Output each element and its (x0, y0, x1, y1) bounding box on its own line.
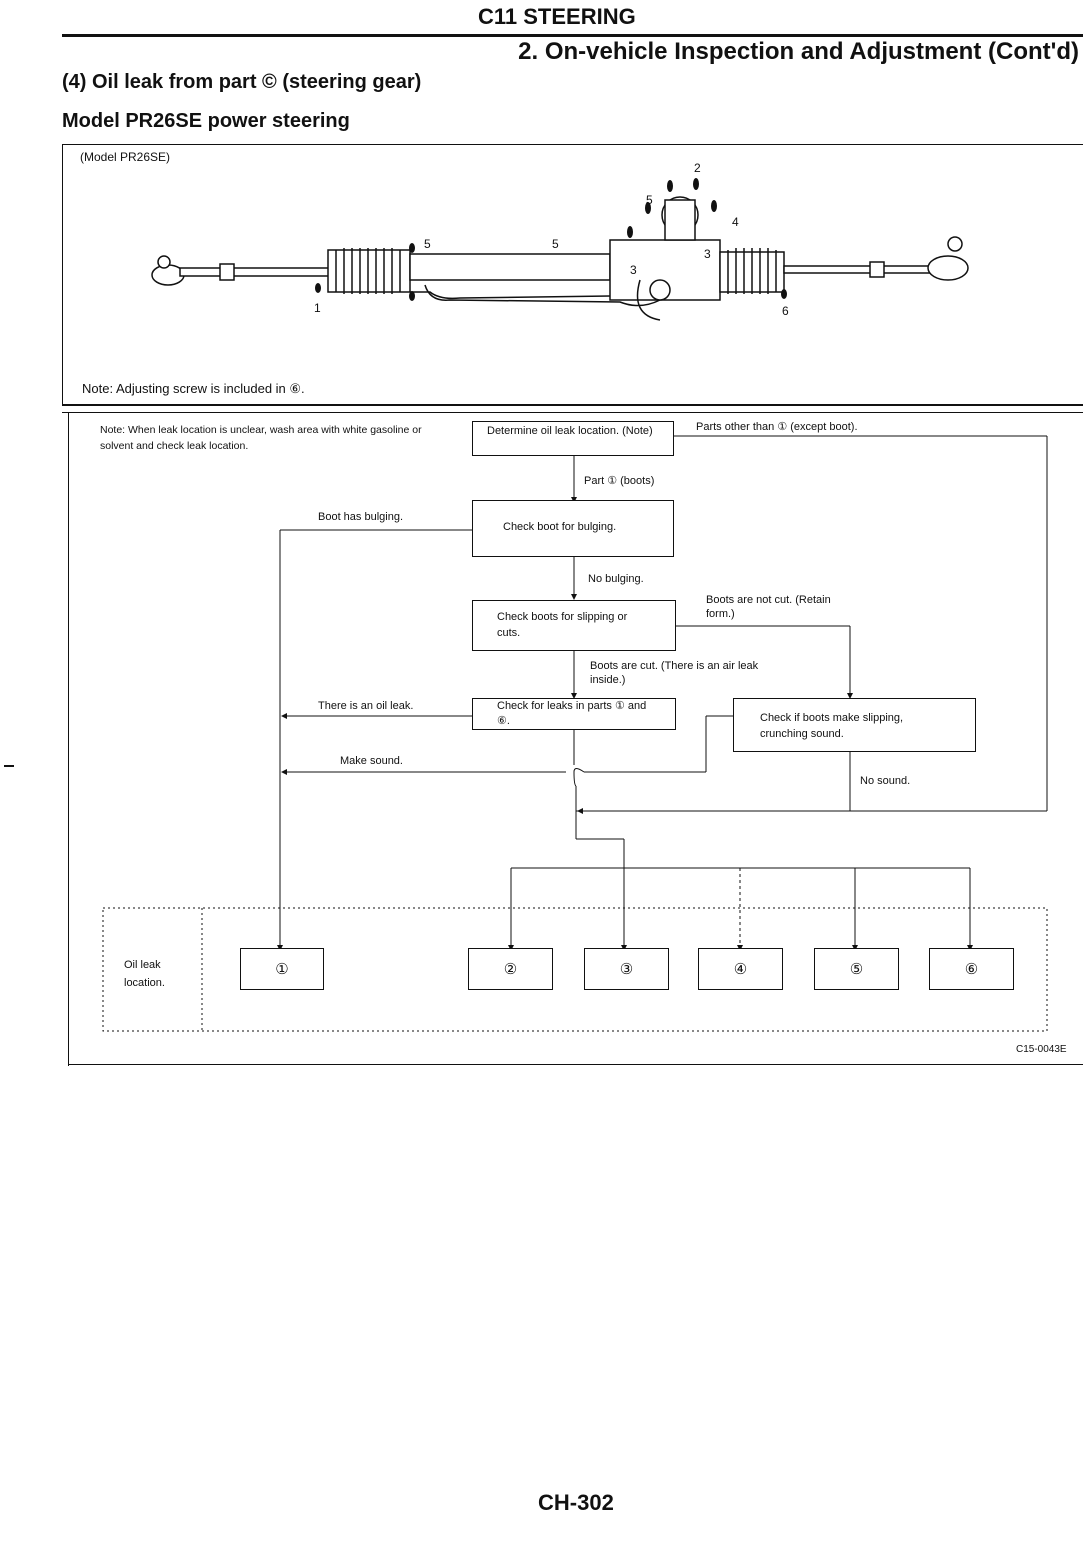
callout-5b: 5 (552, 237, 559, 251)
margin-mark (4, 765, 14, 767)
flow-bottom-rule (68, 1064, 1083, 1065)
right-boot (719, 248, 785, 294)
step-check-leaks: Check for leaks in parts ① and ⑥. (472, 698, 676, 730)
callout-2: 2 (694, 161, 701, 175)
leak-location-label: Oil leak location. (124, 959, 165, 989)
figure-code: C15-0043E (1016, 1044, 1067, 1055)
branch-make-sound: Make sound. (340, 755, 403, 767)
figure-caption: (Model PR26SE) (80, 150, 171, 164)
location-4: ④ (698, 948, 783, 990)
page-heading: (4) Oil leak from part © (steering gear) (62, 71, 422, 93)
location-6: ⑥ (929, 948, 1014, 990)
branch-part-boots: Part ① (boots) (584, 475, 655, 487)
branch-not-cut: Boots are not cut. (Retain form.) (706, 594, 831, 620)
callout-6: 6 (782, 304, 789, 318)
left-boot (327, 248, 411, 294)
location-5: ⑤ (814, 948, 899, 990)
branch-oil-leak: There is an oil leak. (318, 700, 414, 712)
flow-left-rule (68, 412, 69, 1066)
section-title: C11 STEERING (478, 4, 636, 29)
flow-note: Note: When leak location is unclear, was… (100, 424, 422, 452)
callout-4: 4 (732, 215, 739, 229)
step-check-bulging: Check boot for bulging. (472, 500, 674, 557)
branch-boot-bulging: Boot has bulging. (318, 511, 404, 523)
page-number: CH-302 (538, 1490, 614, 1515)
flowchart-connectors (102, 435, 1048, 1032)
location-2: ② (468, 948, 553, 990)
callout-5c: 5 (646, 193, 653, 207)
header-rule (62, 34, 1083, 37)
figure-left-rule (62, 144, 63, 406)
step-check-slipping: Check boots for slipping or cuts. (472, 600, 676, 651)
callout-1: 1 (314, 301, 321, 315)
illustration-note: Note: Adjusting screw is included in ⑥. (82, 381, 305, 396)
branch-cut: Boots are cut. (There is an air leak ins… (590, 660, 759, 686)
callout-3a: 3 (630, 263, 637, 277)
branch-no-bulging: No bulging. (588, 573, 644, 585)
steering-gear-illustration: 1 2 3 3 4 5 5 5 6 (151, 161, 969, 321)
callout-3b: 3 (704, 247, 711, 261)
location-3: ③ (584, 948, 669, 990)
subsection-title: 2. On-vehicle Inspection and Adjustment … (518, 38, 1079, 65)
figure-divider-2 (62, 412, 1083, 413)
callout-5a: 5 (424, 237, 431, 251)
step-determine-location: Determine oil leak location. (Note) (472, 421, 674, 456)
step-check-sound: Check if boots make slipping, crunching … (733, 698, 976, 752)
figure-divider (62, 404, 1083, 406)
page-subheading: Model PR26SE power steering (62, 110, 350, 132)
figure-top-rule (62, 144, 1083, 145)
branch-no-sound: No sound. (860, 775, 911, 787)
location-1: ① (240, 948, 324, 990)
branch-other-parts: Parts other than ① (except boot). (696, 421, 858, 433)
